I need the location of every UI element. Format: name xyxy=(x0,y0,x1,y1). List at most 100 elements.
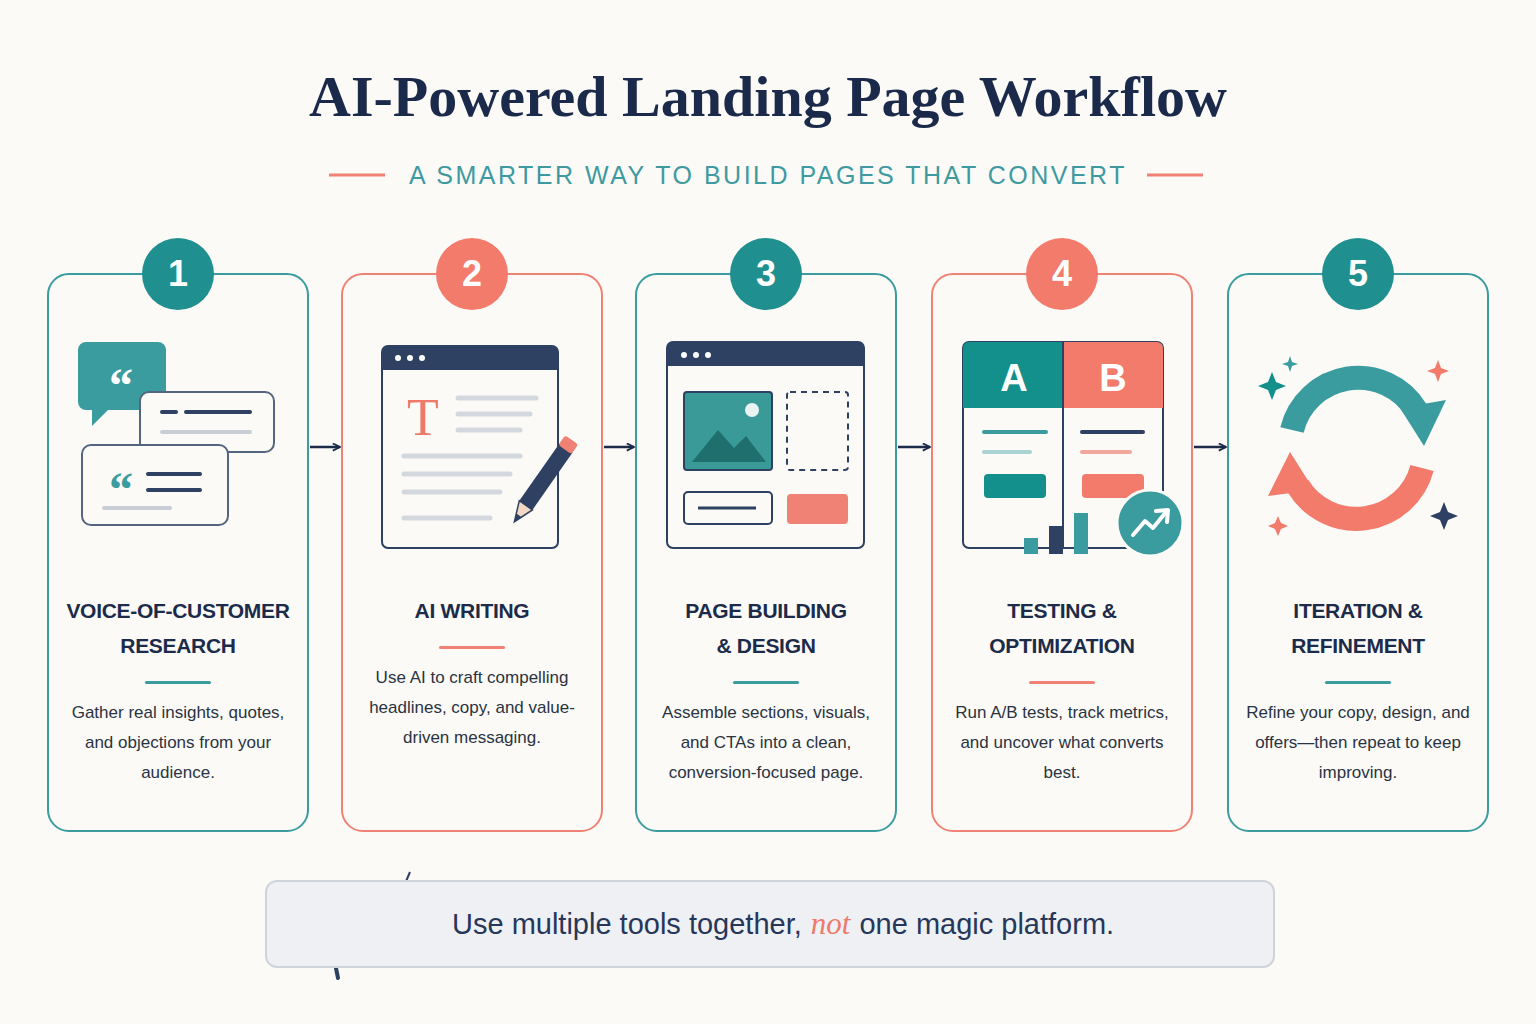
step-card: PAGE BUILDING & DESIGN Assemble sections,… xyxy=(635,273,897,832)
document-icon xyxy=(458,412,530,417)
speech-bubble-icon xyxy=(186,410,250,414)
ab-test-icon xyxy=(1082,430,1143,434)
speech-bubble-icon xyxy=(148,472,200,476)
document-icon xyxy=(382,346,558,370)
refresh-icon xyxy=(1258,372,1286,400)
page-builder-icon xyxy=(787,494,848,524)
ab-test-icon xyxy=(1156,510,1168,522)
document-icon xyxy=(458,428,520,433)
icon-letter: “ xyxy=(109,362,133,410)
page-builder-icon xyxy=(693,352,699,358)
title: AI-Powered Landing Page Workflow xyxy=(0,62,1536,132)
step-card: AI WRITING Use AI to craft compelling hea… xyxy=(341,273,603,832)
step-body: Refine your copy, design, and offers—the… xyxy=(1242,698,1474,788)
step-number-circle: 2 xyxy=(436,238,508,310)
document-icon xyxy=(419,355,425,361)
separator xyxy=(439,646,505,649)
pencil-icon xyxy=(508,501,533,527)
refresh-icon xyxy=(1430,502,1458,530)
flow-arrow xyxy=(1194,446,1226,449)
pencil-icon xyxy=(558,435,578,454)
refresh-icon xyxy=(1268,516,1288,536)
subtitle-rule xyxy=(1147,174,1203,177)
step-body: Gather real insights, quotes, and object… xyxy=(62,698,294,788)
page-builder-icon xyxy=(745,403,759,417)
step-card: TESTING & OPTIMIZATIONRun A/B tests, tra… xyxy=(931,273,1193,832)
step-heading: PAGE BUILDING & DESIGN xyxy=(676,593,856,663)
step-card: ITERATION & REFINEMENT Refine your copy, … xyxy=(1227,273,1489,832)
step-number: 3 xyxy=(756,256,776,292)
page-builder-icon xyxy=(667,342,864,366)
step-body: Assemble sections, visuals, and CTAs int… xyxy=(650,698,882,788)
ab-test-icon xyxy=(1062,342,1064,548)
page-builder-icon xyxy=(681,352,687,358)
icon-letter: B xyxy=(1099,359,1126,397)
separator xyxy=(1325,681,1391,684)
step-heading: ITERATION & REFINEMENT xyxy=(1258,593,1458,663)
speech-bubble-icon xyxy=(148,488,200,492)
ab-test-icon xyxy=(1074,513,1088,554)
icon-letter: “ xyxy=(109,466,133,514)
ab-test-icon xyxy=(984,474,1046,498)
page-builder-icon xyxy=(705,352,711,358)
page-builder-icon xyxy=(667,342,864,548)
page-builder-icon xyxy=(684,492,772,524)
step-number: 2 xyxy=(462,256,482,292)
separator xyxy=(145,681,211,684)
pencil-icon xyxy=(512,513,522,523)
step-number-circle: 1 xyxy=(142,238,214,310)
ab-test-icon xyxy=(1024,538,1038,554)
step-body: Use AI to craft compelling headlines, co… xyxy=(356,663,588,753)
ab-test-icon xyxy=(1063,342,1163,408)
card-text: VOICE-OF-CUSTOMER RESEARCHGather real in… xyxy=(49,593,307,788)
icon-letter: A xyxy=(1000,359,1027,397)
refresh-icon xyxy=(1268,452,1314,496)
ab-test-icon xyxy=(1082,450,1130,454)
document-icon xyxy=(382,346,558,548)
step-number-circle: 5 xyxy=(1322,238,1394,310)
ab-test-icon xyxy=(984,430,1046,434)
document-icon xyxy=(382,346,578,548)
emphasis-word: not xyxy=(811,906,851,942)
page-builder-icon xyxy=(667,342,864,548)
separator xyxy=(733,681,799,684)
ab-test-icon xyxy=(1049,526,1063,554)
banner-text: Use multiple tools together,notone magic… xyxy=(452,882,1114,966)
banner-phrase: one magic platform. xyxy=(859,908,1114,941)
flow-arrow xyxy=(604,446,634,449)
document-icon xyxy=(404,490,500,495)
step-card: VOICE-OF-CUSTOMER RESEARCHGather real in… xyxy=(47,273,309,832)
speech-bubble-icon xyxy=(162,410,176,414)
step-number-circle: 3 xyxy=(730,238,802,310)
icon-letter: T xyxy=(407,392,439,444)
page-builder-icon xyxy=(787,392,848,470)
ab-test-icon xyxy=(963,342,1063,408)
step-number-circle: 4 xyxy=(1026,238,1098,310)
separator xyxy=(1029,681,1095,684)
speech-bubble-icon xyxy=(82,445,228,525)
ab-test-icon xyxy=(984,450,1030,454)
refresh-icon xyxy=(1400,400,1446,446)
step-heading: AI WRITING xyxy=(354,593,590,628)
card-text: PAGE BUILDING & DESIGN Assemble sections,… xyxy=(637,593,895,788)
card-text: ITERATION & REFINEMENT Refine your copy, … xyxy=(1229,593,1487,788)
flow-arrow xyxy=(898,446,930,449)
document-icon xyxy=(404,516,490,521)
document-icon xyxy=(407,355,413,361)
ab-test-icon xyxy=(963,342,1183,556)
document-icon xyxy=(458,396,536,401)
card-text: TESTING & OPTIMIZATIONRun A/B tests, tra… xyxy=(933,593,1191,788)
note-banner: Use multiple tools together,notone magic… xyxy=(265,880,1275,968)
subtitle-rule xyxy=(329,174,385,177)
refresh-icon xyxy=(1258,356,1458,536)
refresh-icon xyxy=(1298,468,1422,519)
pencil-icon xyxy=(508,435,578,526)
step-number: 5 xyxy=(1348,256,1368,292)
document-icon xyxy=(404,454,520,459)
document-icon xyxy=(404,472,510,477)
step-number: 4 xyxy=(1052,256,1072,292)
ab-test-icon xyxy=(1117,490,1183,556)
card-text: AI WRITING Use AI to craft compelling hea… xyxy=(343,593,601,753)
